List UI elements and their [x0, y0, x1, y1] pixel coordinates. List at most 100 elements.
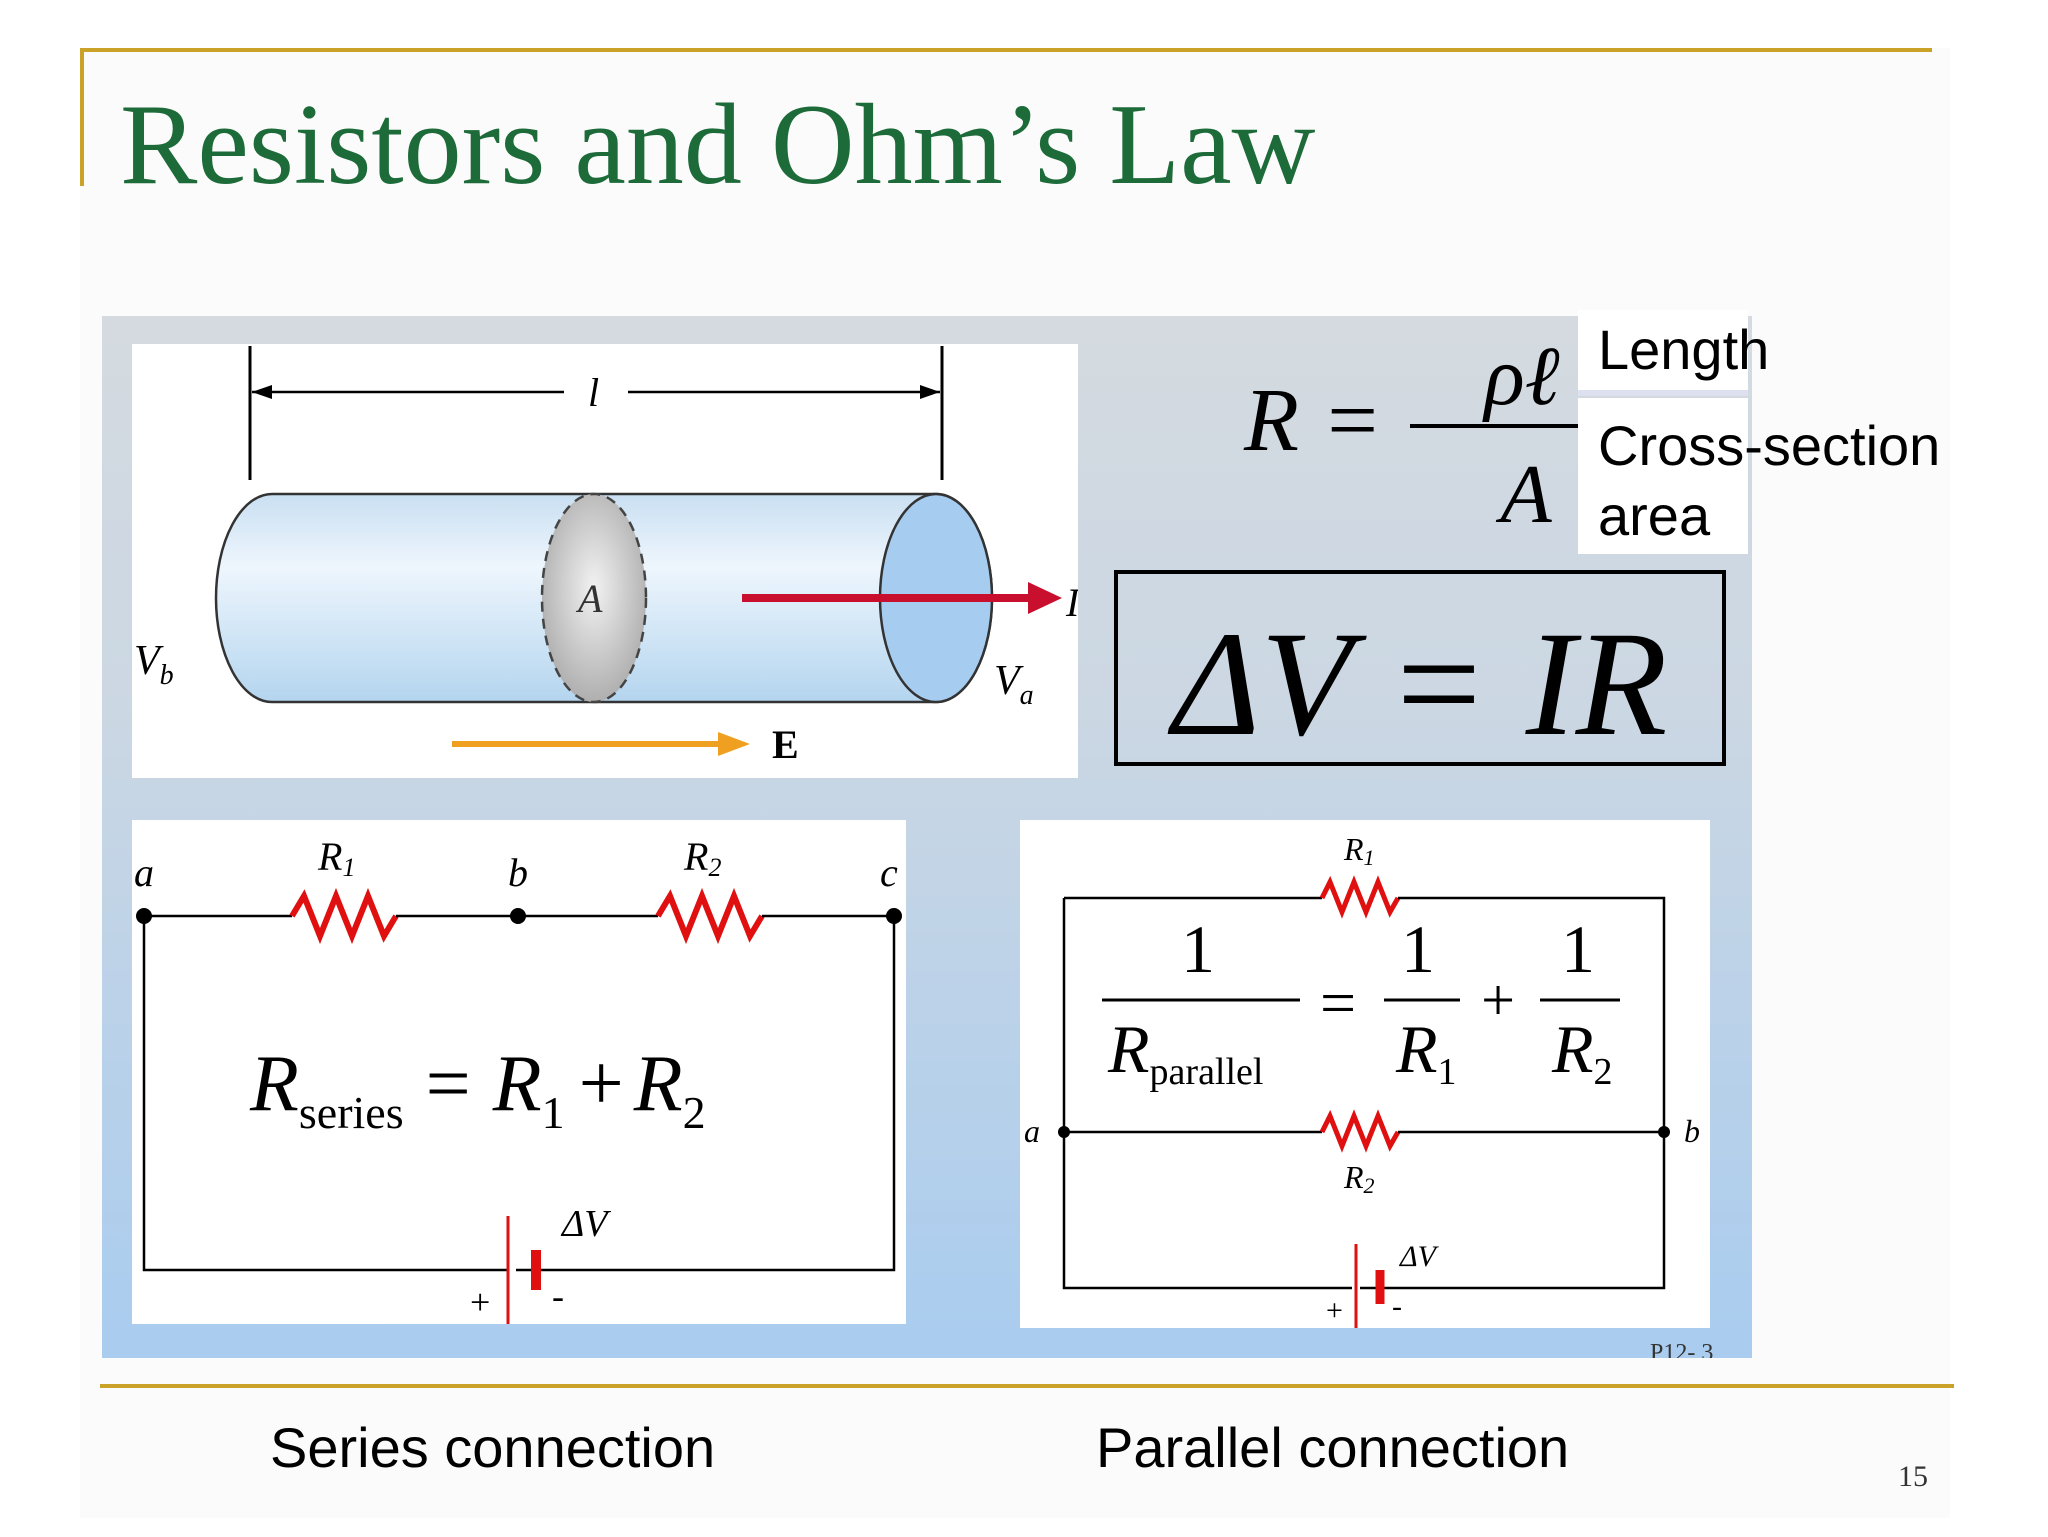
page-number: 15 — [1898, 1460, 1928, 1493]
parallel-lhs-denominator: Rparallel — [1107, 1011, 1263, 1093]
parallel-r2-numerator: 1 — [1561, 911, 1595, 987]
parallel-node-a: a — [1024, 1113, 1040, 1149]
voltage-b-symbol: V — [134, 638, 164, 684]
voltage-a-subscript: a — [1020, 680, 1034, 711]
series-node-b-dot — [510, 908, 526, 924]
series-r1-sub: 1 — [542, 1087, 565, 1138]
resistance-lhs: R = — [1243, 371, 1382, 470]
parallel-circuit-diagram: a b R1 R2 1 Rparallel = 1 R1 + 1 — [1024, 831, 1700, 1328]
length-label-box — [1578, 310, 1748, 390]
series-node-c-dot — [886, 908, 902, 924]
length-label-underline — [1578, 390, 1748, 396]
series-subscript: series — [299, 1087, 404, 1138]
parallel-battery-label: ΔV — [1399, 1240, 1440, 1273]
parallel-resistor-2 — [1319, 1109, 1401, 1153]
series-lhs: R — [249, 1040, 299, 1128]
length-arrowhead-left — [252, 385, 272, 399]
parallel-lhs-numerator: 1 — [1181, 911, 1215, 987]
resistance-numerator: ρℓ — [1481, 330, 1559, 423]
resistance-denominator: A — [1495, 448, 1552, 541]
ohms-law-equation: ΔV = IR — [1168, 601, 1668, 762]
parallel-r1-den-symbol: R — [1395, 1011, 1438, 1087]
field-arrowhead — [718, 732, 750, 756]
parallel-r1-numerator: 1 — [1401, 911, 1435, 987]
parallel-node-a-dot — [1058, 1126, 1070, 1138]
series-r2: R — [633, 1040, 683, 1128]
current-arrowhead — [1028, 582, 1062, 614]
parallel-circuit-panel: a b R1 R2 1 Rparallel = 1 R1 + 1 — [1020, 820, 1710, 1328]
series-circuit-panel: a b c R1 R2 Rseries=R1+R2 ΔV + - — [132, 820, 906, 1324]
series-equals: = — [426, 1040, 471, 1128]
series-node-c: c — [880, 850, 898, 895]
parallel-r2-symbol: R — [1343, 1159, 1364, 1195]
cross-section-label-box — [1578, 398, 1748, 554]
ohms-law-box: ΔV = IR — [1114, 570, 1726, 767]
parallel-top-wire-right — [1398, 896, 1666, 1132]
series-r2-symbol: R — [683, 834, 708, 879]
ohms-law-figure: l A I Vb Va E R = ρℓ A — [102, 316, 1752, 1358]
series-node-a-dot — [136, 908, 152, 924]
series-r2-subscript: 2 — [708, 853, 721, 882]
voltage-a-symbol: V — [994, 658, 1024, 704]
parallel-r2-label: R2 — [1343, 1159, 1375, 1198]
conductor-diagram: l A I Vb Va E — [134, 346, 1081, 767]
area-symbol: A — [575, 576, 603, 621]
parallel-rp-subscript: parallel — [1150, 1051, 1264, 1093]
parallel-r2-den-subscript: 2 — [1594, 1051, 1613, 1093]
parallel-battery-plus: + — [1326, 1294, 1343, 1327]
bottom-rule — [100, 1384, 1954, 1388]
voltage-a-label: Va — [994, 658, 1034, 711]
parallel-r1-label: R1 — [1343, 831, 1375, 870]
parallel-rp-symbol: R — [1107, 1011, 1150, 1087]
parallel-node-b: b — [1684, 1113, 1700, 1149]
parallel-r2-subscript: 2 — [1364, 1173, 1375, 1198]
series-node-b: b — [508, 850, 528, 895]
parallel-r1-denominator: R1 — [1395, 1011, 1457, 1093]
length-arrowhead-right — [920, 385, 940, 399]
series-node-a: a — [134, 850, 154, 895]
voltage-b-label: Vb — [134, 638, 174, 691]
conductor-panel: l A I Vb Va E — [132, 344, 1081, 778]
series-r1-symbol: R — [317, 834, 342, 879]
voltage-b-subscript: b — [160, 660, 174, 691]
parallel-r2-den-symbol: R — [1551, 1011, 1594, 1087]
series-left-wire — [142, 916, 508, 1272]
figure-source-tag: P12- 3 — [1650, 1340, 1714, 1358]
cross-section-label-line1: Cross-section — [1598, 414, 1941, 477]
series-circuit-diagram: a b c R1 R2 Rseries=R1+R2 ΔV + - — [134, 834, 902, 1324]
series-resistor-1 — [289, 887, 399, 945]
parallel-plus: + — [1481, 967, 1515, 1033]
series-r1-subscript: 1 — [342, 853, 355, 882]
series-resistance-formula: Rseries=R1+R2 — [249, 1040, 706, 1138]
parallel-r1-subscript: 1 — [1364, 845, 1375, 870]
cross-section-disc — [540, 492, 648, 704]
series-right-wire — [516, 914, 896, 1272]
parallel-equals: = — [1320, 967, 1356, 1038]
parallel-r2-denominator: R2 — [1551, 1011, 1613, 1093]
series-battery-minus: - — [552, 1276, 564, 1316]
series-plus: + — [579, 1040, 624, 1128]
length-symbol: l — [588, 370, 599, 415]
series-battery-plus: + — [470, 1282, 490, 1322]
series-resistor-2 — [655, 887, 765, 945]
ohms-law-formula: ΔV = IR — [1168, 601, 1668, 767]
series-r2-sub: 2 — [683, 1087, 706, 1138]
parallel-resistor-1 — [1319, 875, 1401, 919]
parallel-bottom-wire-right — [1360, 1132, 1666, 1290]
current-symbol: I — [1065, 580, 1078, 625]
series-battery-label: ΔV — [560, 1203, 611, 1245]
top-rule — [80, 48, 1932, 52]
series-caption: Series connection — [270, 1416, 716, 1479]
series-r1-label: R1 — [317, 834, 355, 882]
series-r2-label: R2 — [683, 834, 721, 882]
parallel-battery-minus: - — [1392, 1290, 1402, 1323]
parallel-r1-symbol: R — [1343, 831, 1364, 867]
field-symbol: E — [772, 722, 799, 767]
cross-section-label-line2: area — [1598, 484, 1711, 547]
parallel-bottom-wire — [1062, 1132, 1352, 1290]
slide-title: Resistors and Ohm’s Law — [120, 81, 1316, 209]
left-rule — [80, 48, 84, 186]
parallel-caption: Parallel connection — [1096, 1416, 1570, 1479]
parallel-r1-den-subscript: 1 — [1438, 1051, 1457, 1093]
length-label: Length — [1598, 318, 1770, 381]
